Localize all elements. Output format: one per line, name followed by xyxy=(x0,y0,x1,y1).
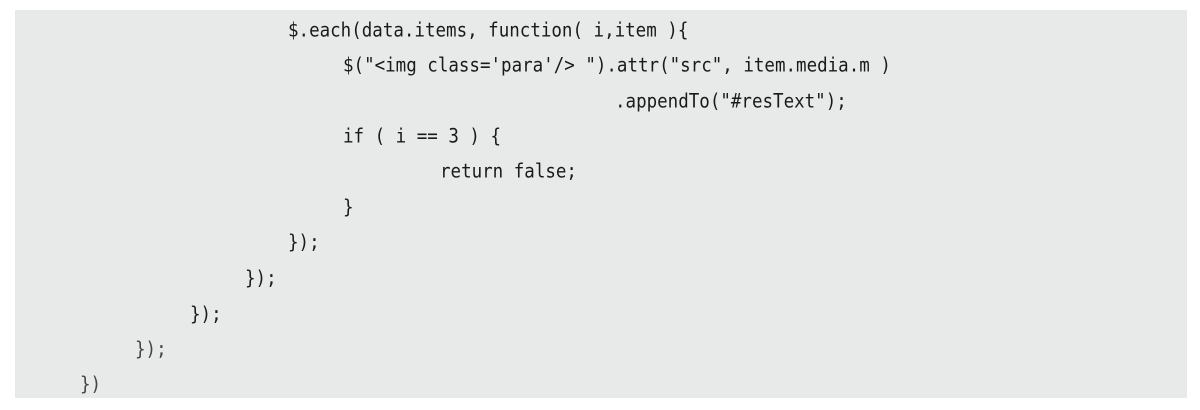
code-line: }); xyxy=(135,338,167,362)
code-line: $("<img class='para'/> ").attr("src", it… xyxy=(343,54,891,78)
code-line: } xyxy=(343,196,354,220)
code-line: }) xyxy=(80,373,102,397)
code-line: }); xyxy=(245,267,277,291)
code-line: return false; xyxy=(440,160,577,184)
code-line: }); xyxy=(190,303,222,327)
code-line: if ( i == 3 ) { xyxy=(343,125,502,149)
code-block: $.each(data.items, function( i,item ){ $… xyxy=(15,10,1187,398)
code-line: .appendTo("#resText"); xyxy=(615,90,847,114)
code-line: }); xyxy=(288,231,320,255)
code-line: $.each(data.items, function( i,item ){ xyxy=(288,19,689,43)
